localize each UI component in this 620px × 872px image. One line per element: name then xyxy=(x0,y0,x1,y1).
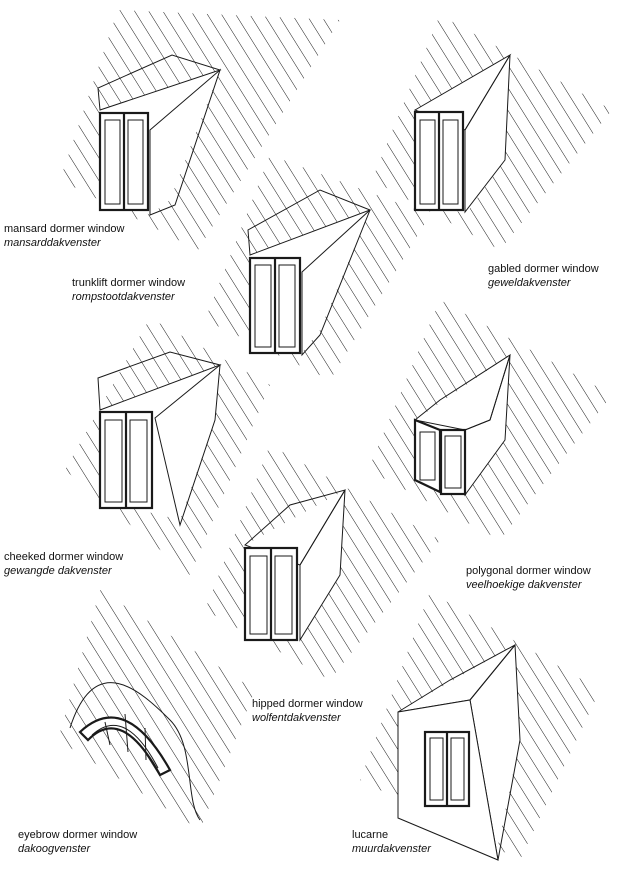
caption-trunklift-en: trunklift dormer window xyxy=(72,277,186,289)
caption-lucarne-en: lucarne xyxy=(352,829,389,841)
caption-gabled-nl: geweldakvenster xyxy=(488,277,571,289)
caption-eyebrow-nl: dakoogvenster xyxy=(18,843,91,855)
caption-cheeked: cheeked dormer window gewangde dakvenste… xyxy=(4,550,123,578)
caption-mansard-en: mansard dormer window xyxy=(4,223,125,235)
hipped-dormer-drawing xyxy=(205,445,440,680)
caption-gabled-en: gabled dormer window xyxy=(488,263,599,275)
caption-lucarne-nl: muurdakvenster xyxy=(352,843,431,855)
caption-polygonal: polygonal dormer window veelhoekige dakv… xyxy=(466,564,591,592)
polygonal-dormer-drawing xyxy=(368,300,612,540)
caption-hipped: hipped dormer window wolfentdakvenster xyxy=(252,697,363,725)
caption-polygonal-nl: veelhoekige dakvenster xyxy=(466,579,582,591)
caption-hipped-nl: wolfentdakvenster xyxy=(252,712,341,724)
gabled-dormer-drawing xyxy=(372,15,612,250)
caption-polygonal-en: polygonal dormer window xyxy=(466,565,591,577)
trunklift-dormer-drawing xyxy=(205,155,430,380)
caption-cheeked-en: cheeked dormer window xyxy=(4,551,124,563)
lucarne-drawing xyxy=(360,592,600,861)
mansard-dormer-drawing xyxy=(60,10,340,250)
caption-mansard-nl: mansarddakvenster xyxy=(4,237,101,249)
caption-lucarne: lucarne muurdakvenster xyxy=(352,828,431,856)
caption-cheeked-nl: gewangde dakvenster xyxy=(4,565,112,577)
eyebrow-dormer-drawing xyxy=(58,590,255,830)
caption-mansard: mansard dormer window mansarddakvenster xyxy=(4,222,124,250)
cheeked-dormer-drawing xyxy=(65,318,270,575)
caption-gabled: gabled dormer window geweldakvenster xyxy=(488,262,599,290)
caption-eyebrow: eyebrow dormer window dakoogvenster xyxy=(18,828,137,856)
caption-trunklift-nl: rompstootdakvenster xyxy=(72,291,175,303)
caption-hipped-en: hipped dormer window xyxy=(252,698,363,710)
caption-eyebrow-en: eyebrow dormer window xyxy=(18,829,138,841)
caption-trunklift: trunklift dormer window rompstootdakvens… xyxy=(72,276,185,304)
